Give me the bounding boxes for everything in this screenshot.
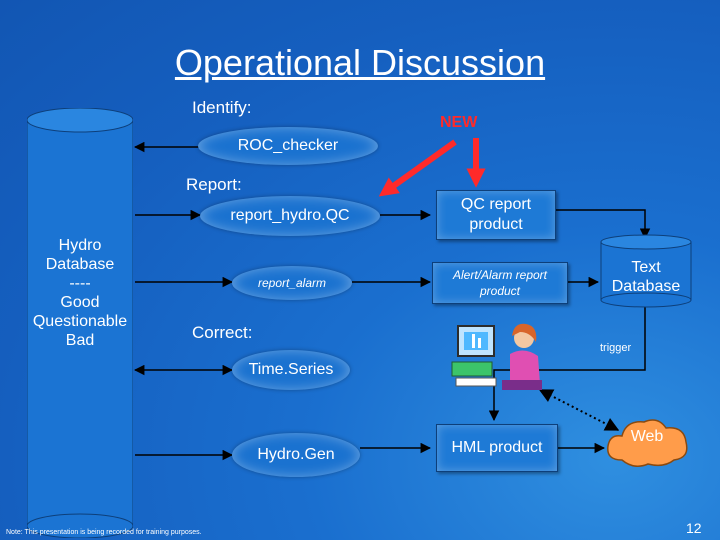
text-db-line: Database (611, 278, 681, 295)
alert-alarm-box: Alert/Alarm report product (432, 262, 568, 304)
recording-note: Note: This presentation is being recorde… (6, 529, 202, 536)
hydro-gen-label: Hydro.Gen (257, 446, 335, 463)
hml-product-box: HML product (436, 424, 558, 472)
hydro-db-line: Hydro (58, 237, 102, 254)
hydro-gen-ellipse: Hydro.Gen (232, 433, 360, 477)
red-arrow-new-left (378, 139, 457, 197)
report-alarm-label: report_alarm (257, 276, 327, 290)
identify-label: Identify: (192, 98, 252, 117)
alert-alarm-line: Alert/Alarm report (452, 268, 548, 282)
report-alarm-ellipse: report_alarm (232, 266, 352, 300)
time-series-ellipse: Time.Series (232, 350, 350, 390)
time-series-label: Time.Series (248, 361, 334, 378)
hydro-db-line: Questionable (32, 313, 128, 330)
arrow-trigger-hml (488, 306, 646, 422)
roc-checker-label: ROC_checker (237, 137, 339, 154)
hydro-db-line: Database (45, 256, 115, 273)
trigger-label: trigger (600, 342, 632, 354)
web-cloud: Web (604, 414, 690, 470)
alert-alarm-line: product (479, 284, 521, 298)
qc-report-box: QC report product (436, 190, 556, 240)
slide-title: Operational Discussion (174, 42, 546, 83)
page-number: 12 (686, 520, 702, 536)
report-label: Report: (186, 175, 242, 194)
person-computer-icon (450, 318, 550, 398)
text-database-cylinder: Text Database (600, 234, 692, 308)
hml-product-label: HML product (451, 439, 543, 456)
web-label: Web (630, 428, 664, 445)
arrow-qc-textdb (554, 209, 651, 240)
hydro-db-line: ---- (69, 275, 91, 292)
hydro-db-line: Bad (65, 332, 95, 349)
qc-report-line: product (469, 216, 523, 233)
hydro-db-line: Good (60, 294, 100, 311)
qc-report-line: QC report (460, 196, 532, 213)
new-label: NEW (440, 114, 478, 131)
text-db-line: Text (631, 259, 661, 276)
report-hydro-qc-label: report_hydro.QC (230, 207, 350, 224)
report-hydro-qc-ellipse: report_hydro.QC (200, 196, 380, 236)
hydro-database-cylinder: Hydro Database ---- Good Questionable Ba… (27, 108, 133, 538)
roc-checker-ellipse: ROC_checker (198, 127, 378, 165)
correct-label: Correct: (192, 323, 253, 342)
